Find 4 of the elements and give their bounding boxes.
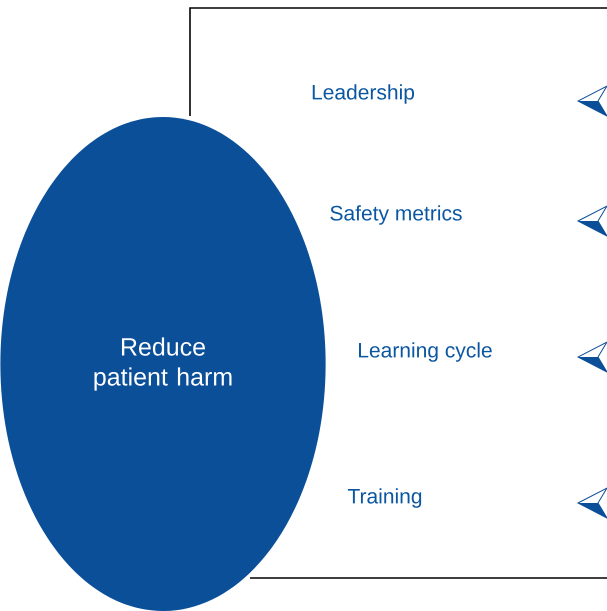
label-text: Training: [348, 488, 422, 508]
label-text: Leadership: [312, 84, 414, 104]
label-text: Safety metrics: [330, 205, 462, 225]
label-text: Learning cycle: [359, 342, 492, 362]
